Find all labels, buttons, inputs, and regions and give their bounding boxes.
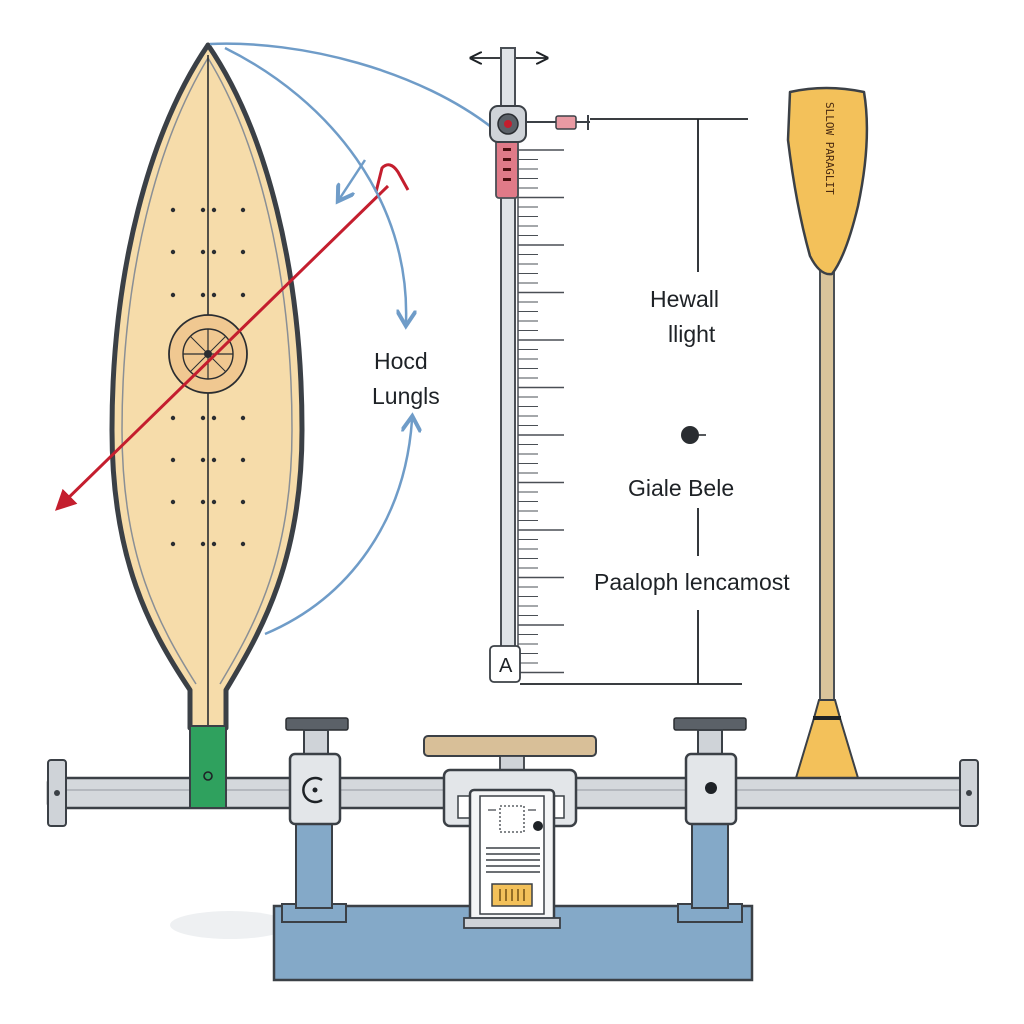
paddle-bottom-flare	[794, 699, 860, 779]
right-label-middle: Giale Bele	[628, 475, 734, 501]
paddle-blade-text: SLLOW PARAGLIT	[823, 102, 836, 195]
right-t-clamp[interactable]	[673, 717, 747, 826]
right-paddle: SLLOW PARAGLIT	[786, 86, 869, 779]
left-label-line-1: Hocd	[374, 348, 428, 374]
right-support-post	[691, 817, 729, 909]
scale-ticks	[518, 149, 564, 674]
swing-arc-lower	[264, 420, 412, 636]
paddle-shaft	[819, 261, 835, 713]
force-vector-arrow	[54, 163, 410, 511]
left-t-clamp[interactable]	[285, 717, 349, 826]
swing-arc-right	[224, 46, 406, 322]
left-paddle-blade	[109, 42, 305, 731]
blade-center-target	[168, 314, 248, 394]
right-label-top-line-2: llight	[668, 321, 716, 347]
blade-rivet-dots	[170, 207, 246, 547]
green-blade-clamp[interactable]	[189, 725, 227, 809]
right-label-top-line-1: Hewall	[650, 286, 719, 312]
blade-inner-edge	[121, 57, 293, 685]
swing-arc-upper	[209, 42, 496, 131]
center-scale-unit	[423, 735, 597, 929]
scale-probe	[555, 115, 577, 130]
paddle-top-blade	[786, 86, 869, 276]
left-label-line-2: Lungls	[372, 383, 440, 409]
arrow-tail-hook	[374, 163, 410, 193]
weigh-pan[interactable]	[423, 735, 597, 757]
measuring-scale: A	[472, 47, 590, 683]
left-support-post	[295, 817, 333, 909]
scale-red-slider	[495, 135, 519, 199]
scale-gauge-box	[489, 645, 521, 683]
center-of-mass-dot	[681, 426, 699, 444]
swing-arc-pointer	[340, 159, 367, 198]
scale-gauge-letter: A	[499, 655, 513, 677]
floor-shadow	[170, 911, 290, 939]
right-label-bottom: Paaloph lencamost	[594, 569, 790, 595]
meter-knob[interactable]	[533, 821, 543, 831]
